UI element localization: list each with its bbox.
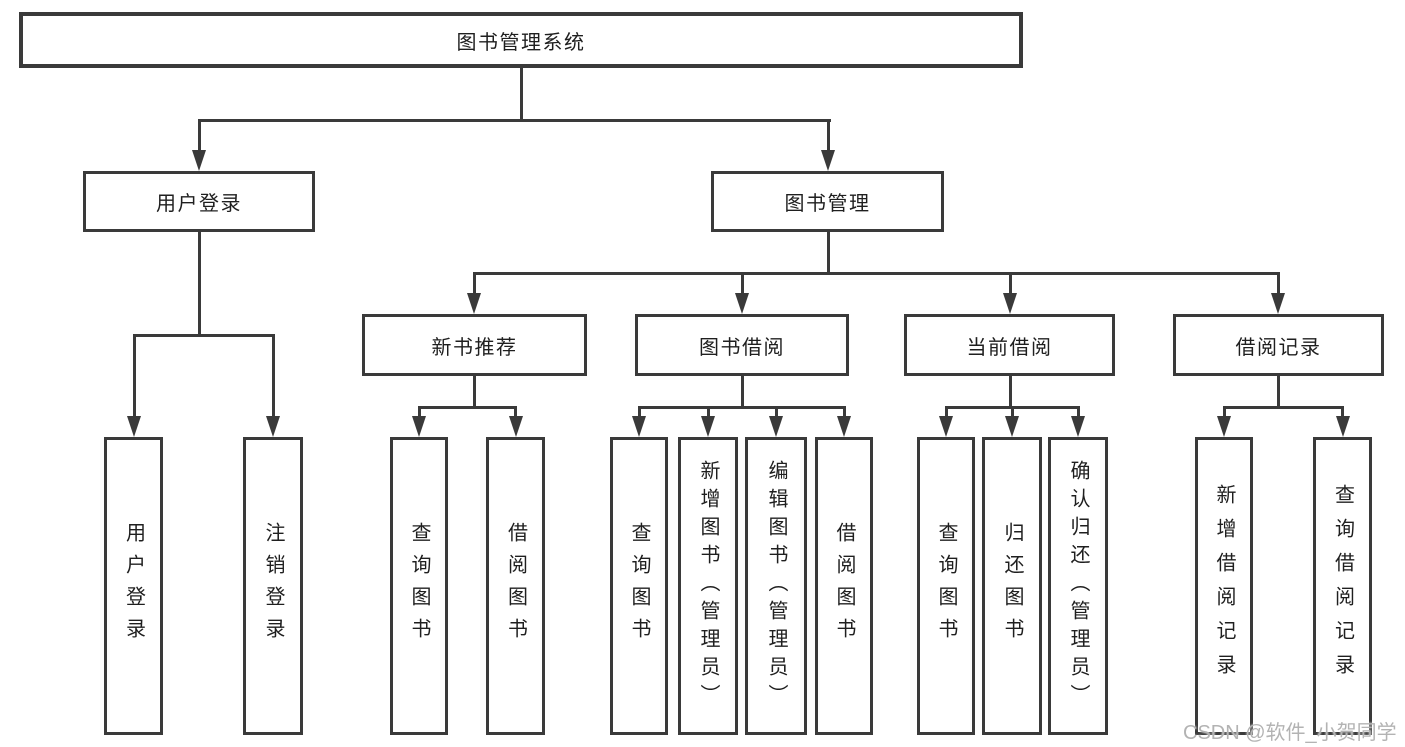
connector-v [514,406,517,418]
arrow-down [508,416,523,437]
node-user-login: 用户登录 [83,171,315,232]
connector-v [1008,374,1012,409]
arrow-down [1005,416,1019,437]
node-root: 图书管理系统 [19,12,1023,68]
node-new-book-recommend-label: 新书推荐 [431,336,518,359]
connector-v [1276,272,1280,295]
arrow-down [837,416,851,437]
leaf-borrow-book: 借阅图书 [486,437,545,735]
arrow-down [412,416,426,437]
arrow-down [467,293,481,314]
leaf-label: 查询图书 [628,522,650,650]
connector-v [1276,374,1280,409]
connector-h [197,119,831,122]
leaf-label: 查询图书 [408,522,430,650]
arrow-down [939,416,953,437]
arrow-down [127,416,141,437]
leaf-edit-book-admin: 编辑图书（管理员） [745,437,807,735]
connector-v [1341,406,1344,418]
leaf-label: 用户登录 [122,522,145,650]
leaf-label: 新增图书（管理员） [697,460,719,712]
leaf-label: 确认归还（管理员） [1067,460,1089,712]
node-user-login-label: 用户登录 [156,193,242,215]
connector-v [1010,406,1014,418]
leaf-add-borrow-record: 新增借阅记录 [1195,437,1253,735]
leaf-label: 归还图书 [1001,522,1023,650]
connector-h [1222,406,1344,409]
arrow-down [1335,416,1350,437]
leaf-label: 查询借阅记录 [1331,484,1354,688]
arrow-down [1271,293,1285,314]
connector-v [827,119,830,152]
leaf-label: 新增借阅记录 [1213,484,1235,688]
connector-v [1222,406,1226,418]
arrow-down [821,150,835,171]
leaf-confirm-return-admin: 确认归还（管理员） [1048,437,1108,735]
connector-v [740,272,744,295]
leaf-logout: 注销登录 [243,437,303,735]
connector-v [1076,406,1080,418]
connector-v [774,406,778,418]
arrow-down [769,416,783,437]
leaf-return-book: 归还图书 [982,437,1042,735]
connector-v [827,230,830,275]
connector-h [637,406,846,409]
node-borrow-records: 借阅记录 [1173,314,1384,376]
connector-v [740,374,744,409]
node-borrow-records-label: 借阅记录 [1235,336,1322,359]
connector-v [1008,272,1012,295]
node-book-borrow-label: 图书借阅 [699,336,785,359]
csdn-watermark: CSDN @软件_小贺同学 [1183,722,1397,744]
node-book-borrow: 图书借阅 [635,314,849,376]
node-current-borrow-label: 当前借阅 [966,336,1053,359]
leaf-label: 借阅图书 [504,522,527,650]
connector-v [197,230,201,337]
connector-h [132,334,275,337]
leaf-user-login: 用户登录 [104,437,163,735]
leaf-borrow-book: 借阅图书 [815,437,873,735]
node-book-management: 图书管理 [711,171,944,232]
connector-h [417,406,517,409]
connector-v [472,374,476,409]
arrow-down [1003,293,1017,314]
connector-v [637,406,641,418]
connector-v [944,406,948,418]
arrow-down [266,416,280,437]
connector-v [197,119,201,152]
connector-v [472,272,476,295]
arrow-down [701,416,715,437]
arrow-down [192,150,206,171]
node-root-label: 图书管理系统 [456,31,586,54]
leaf-label: 查询图书 [935,522,957,650]
leaf-query-borrow-record: 查询借阅记录 [1313,437,1372,735]
leaf-add-book-admin: 新增图书（管理员） [678,437,738,735]
connector-v [842,406,846,418]
leaf-label: 借阅图书 [833,522,855,650]
node-new-book-recommend: 新书推荐 [362,314,587,376]
connector-v [132,334,136,418]
node-book-management-label: 图书管理 [784,193,871,215]
connector-v [271,334,275,418]
arrow-down [632,416,646,437]
leaf-query-books: 查询图书 [917,437,975,735]
leaf-query-books: 查询图书 [390,437,448,735]
connector-v [706,406,710,418]
arrow-down [735,293,749,314]
connector-v [519,65,523,122]
arrow-down [1071,416,1085,437]
connector-v [417,406,421,418]
leaf-label: 编辑图书（管理员） [765,460,787,712]
leaf-label: 注销登录 [262,522,284,650]
node-current-borrow: 当前借阅 [904,314,1115,376]
connector-h [472,272,1280,275]
leaf-query-books: 查询图书 [610,437,668,735]
arrow-down [1217,416,1231,437]
